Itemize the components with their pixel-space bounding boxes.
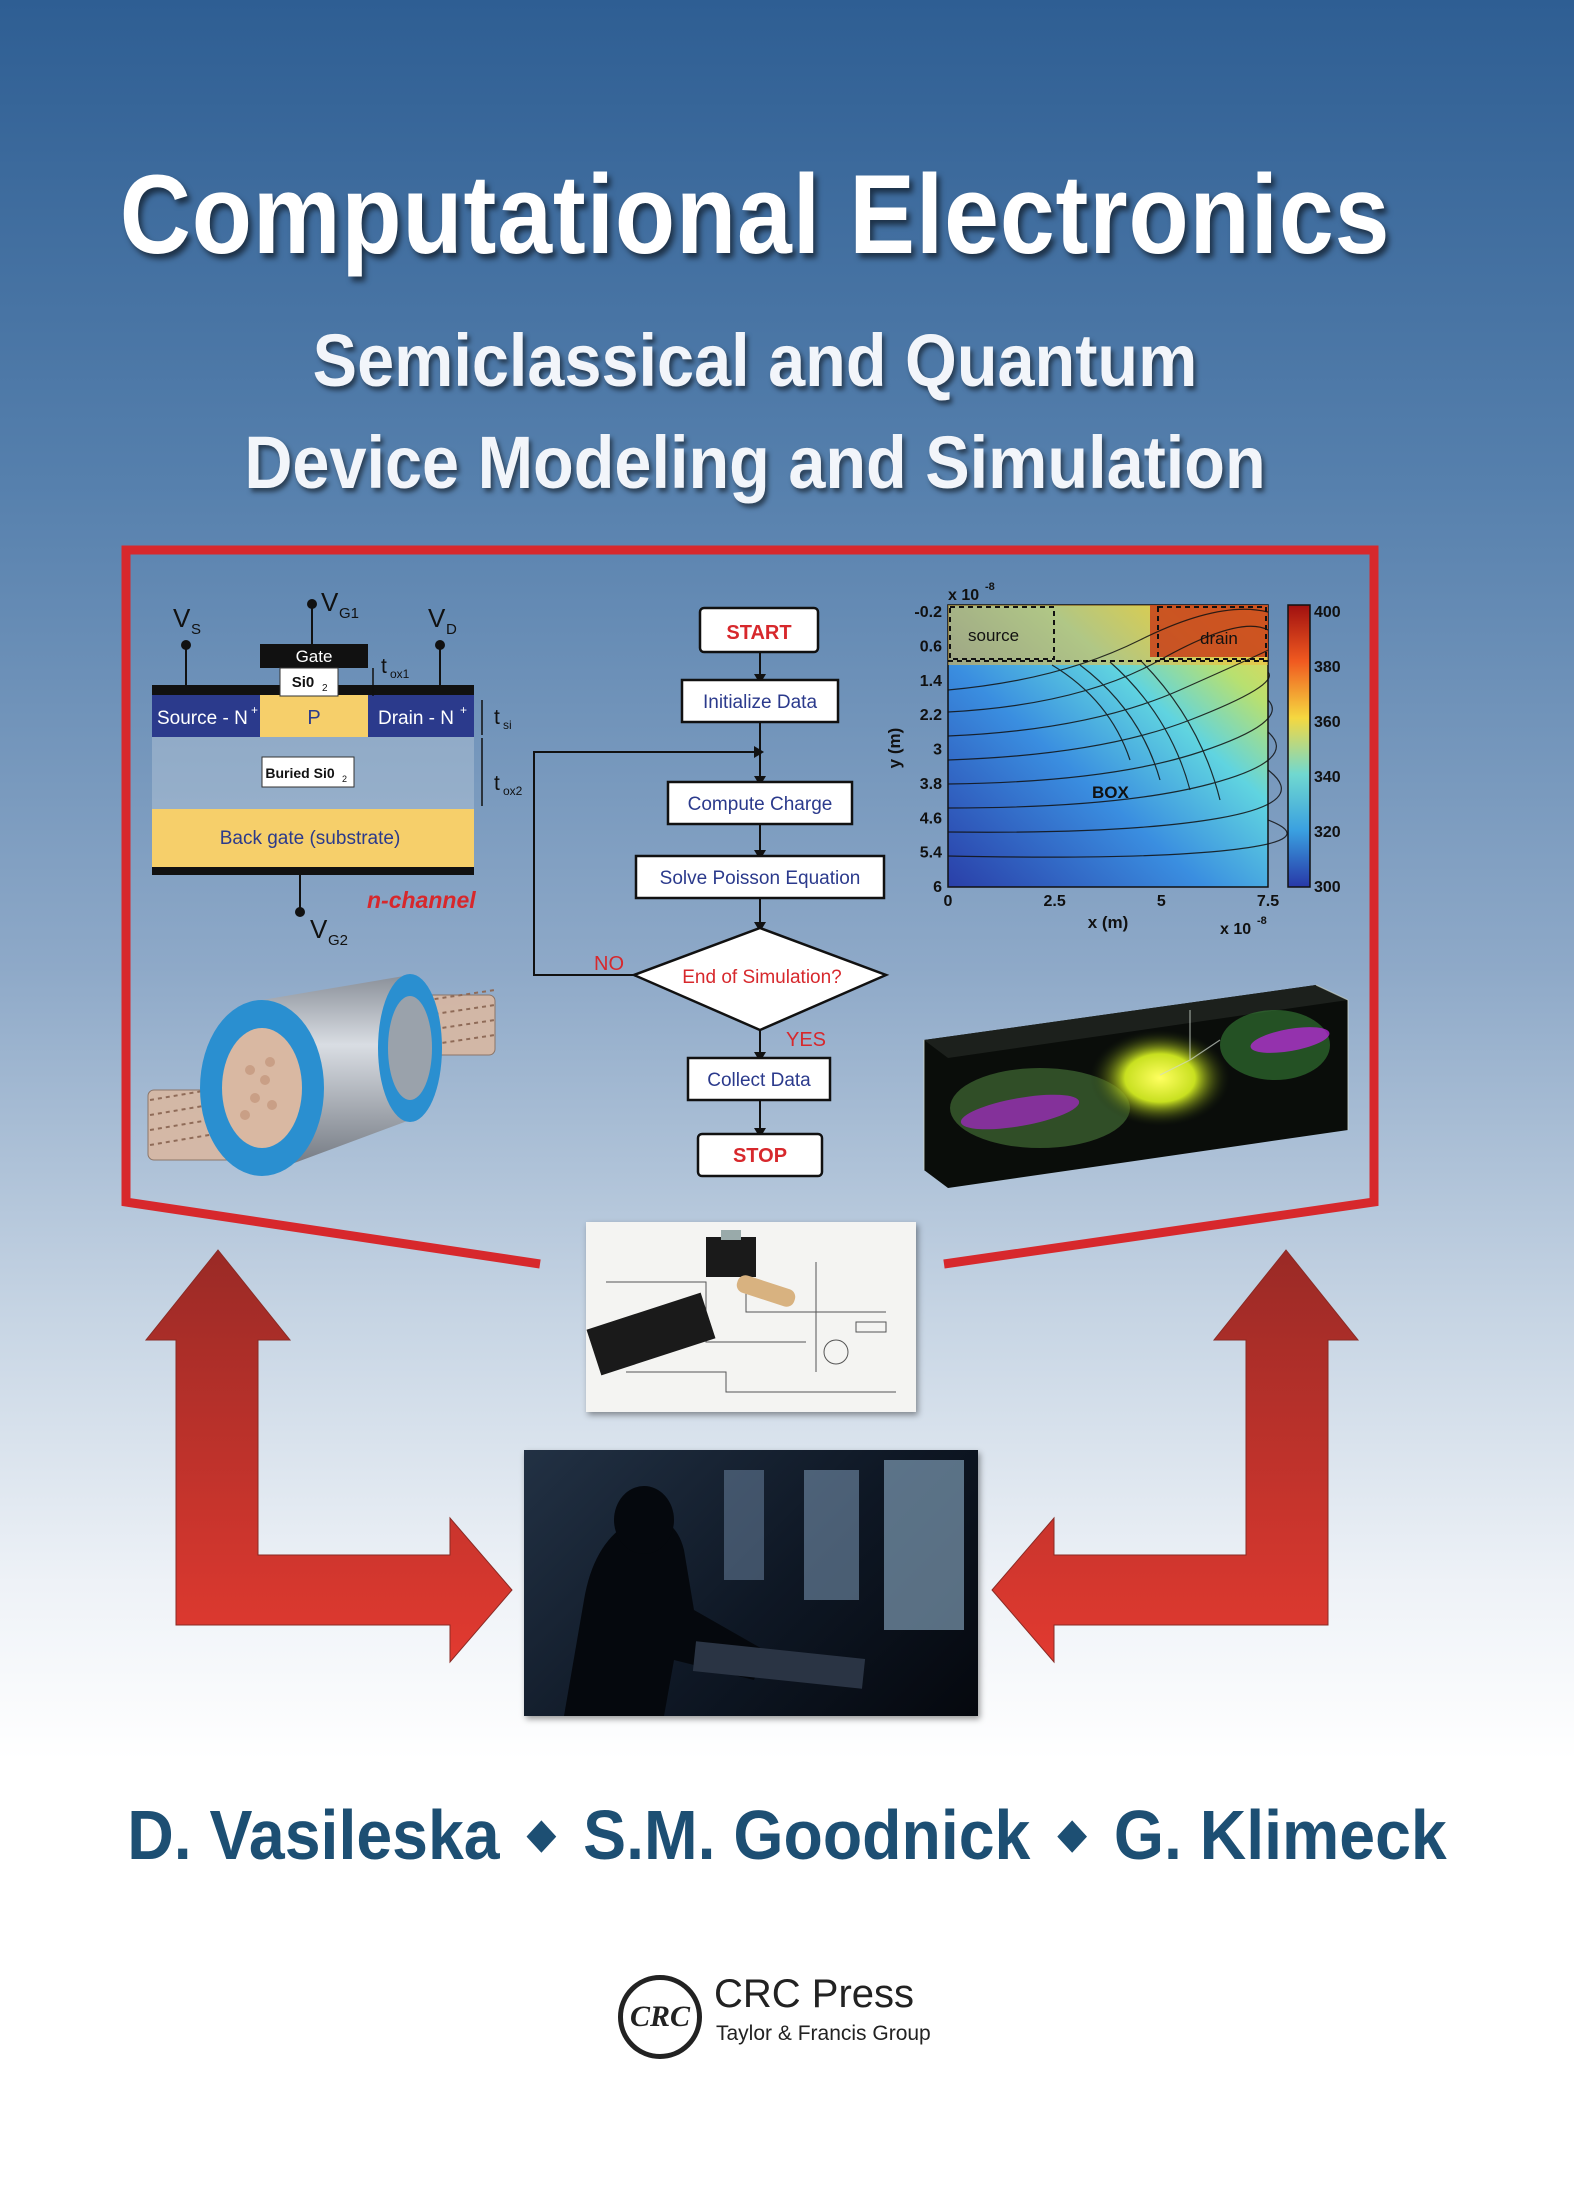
soi-device-diagram: V S V G1 V D V G2 Gate Si0 2 Source - N … xyxy=(152,587,523,949)
flow-start: START xyxy=(726,622,791,644)
plot-y-tick: 3.8 xyxy=(920,776,942,793)
flow-stop: STOP xyxy=(733,1145,787,1167)
plot-x-tick: 0 xyxy=(944,893,953,910)
plot-y-tick: 1.4 xyxy=(920,673,942,690)
left-arrow xyxy=(144,1249,513,1664)
publisher-name: CRC Press xyxy=(714,1972,915,2016)
plot-x-scale-exp: -8 xyxy=(1257,915,1267,927)
drain-plus: + xyxy=(460,703,467,717)
plot-y-scale: x 10 xyxy=(948,587,979,604)
vd-sub: D xyxy=(446,621,457,638)
colorbar-tick: 300 xyxy=(1314,879,1341,896)
plot-y-tick: 3 xyxy=(933,742,942,759)
flow-end-decision: End of Simulation? xyxy=(682,967,842,988)
red-frame xyxy=(121,545,1379,1269)
author-vasileska: D. Vasileska xyxy=(127,1796,500,1874)
tsi-sub: si xyxy=(503,718,512,732)
buried-oxide-label: Buried Si0 xyxy=(265,765,334,781)
vg1-sub: G1 xyxy=(339,605,359,622)
plot-x-label: x (m) xyxy=(1088,913,1129,932)
circuit-components-photo xyxy=(586,1222,916,1412)
plot-y-tick: 4.6 xyxy=(920,810,942,827)
subtitle-line-1: Semiclassical and Quantum xyxy=(312,319,1198,402)
flow-yes: YES xyxy=(786,1029,826,1051)
colorbar-tick: 400 xyxy=(1314,604,1341,621)
colorbar-tick: 380 xyxy=(1314,659,1341,676)
crc-logo-icon xyxy=(618,1975,702,2059)
colorbar-tick: 320 xyxy=(1314,824,1341,841)
quantum-simulation-render xyxy=(923,984,1349,1188)
plot-y-tick: 2.2 xyxy=(920,707,942,724)
author-separator-1: ◆ xyxy=(527,1812,556,1856)
source-label: Source - N xyxy=(157,708,248,729)
computer-lab-photo xyxy=(524,1450,978,1716)
crc-logo-text: CRC xyxy=(629,2000,691,2033)
flow-solve-poisson: Solve Poisson Equation xyxy=(660,868,861,889)
drain-label: Drain - N xyxy=(378,708,454,729)
n-channel-label: n-channel xyxy=(367,887,476,913)
plot-y-scale-exp: -8 xyxy=(985,581,995,593)
gate-label: Gate xyxy=(296,647,333,666)
vs-label: V xyxy=(173,603,191,633)
book-title: Computational Electronics xyxy=(119,152,1391,277)
authors: D. Vasileska ◆ S.M. Goodnick ◆ G. Klimeck xyxy=(63,1795,1511,1875)
flow-collect-data: Collect Data xyxy=(707,1070,811,1091)
flow-initialize-data: Initialize Data xyxy=(703,692,817,713)
flow-no: NO xyxy=(594,953,624,975)
tox1-label: t xyxy=(381,655,387,678)
nanowire-transistor-image xyxy=(147,974,496,1176)
right-arrow xyxy=(991,1249,1360,1664)
plot-y-tick: -0.2 xyxy=(914,604,942,621)
subtitle-line-2: Device Modeling and Simulation xyxy=(244,421,1266,504)
plot-x-tick: 2.5 xyxy=(1044,893,1066,910)
tox2-label: t xyxy=(494,772,500,795)
sio2-label: Si0 xyxy=(292,674,315,691)
flow-compute-charge: Compute Charge xyxy=(688,794,833,815)
sio2-sub: 2 xyxy=(322,683,328,694)
publisher-group: Taylor & Francis Group xyxy=(716,2022,931,2045)
potential-contour-plot: source drain BOX -0.2 0.6 1.4 2.2 3 3.8 4.6 5.4… xyxy=(885,581,1341,938)
vs-sub: S xyxy=(191,621,201,638)
buried-oxide-sub: 2 xyxy=(342,774,347,784)
vg2-sub: G2 xyxy=(328,932,348,949)
simulation-flowchart: START Initialize Data Compute Charge Sol… xyxy=(533,606,890,1178)
plot-source-label: source xyxy=(968,626,1019,645)
plot-x-scale: x 10 xyxy=(1220,921,1251,938)
vg2-label: V xyxy=(310,914,328,944)
plot-box-label: BOX xyxy=(1092,783,1130,802)
back-gate-label: Back gate (substrate) xyxy=(220,828,401,849)
tox2-sub: ox2 xyxy=(503,784,523,798)
plot-y-tick: 0.6 xyxy=(920,638,942,655)
author-klimeck: G. Klimeck xyxy=(1113,1796,1447,1874)
vg1-label: V xyxy=(321,587,339,617)
vd-label: V xyxy=(428,603,446,633)
colorbar-tick: 340 xyxy=(1314,769,1341,786)
author-separator-2: ◆ xyxy=(1057,1812,1087,1856)
tsi-label: t xyxy=(494,706,500,729)
author-goodnick: S.M. Goodnick xyxy=(583,1796,1031,1874)
colorbar-tick: 360 xyxy=(1314,714,1341,731)
plot-drain-label: drain xyxy=(1200,629,1238,648)
plot-y-tick: 6 xyxy=(933,879,942,896)
plot-x-tick: 5 xyxy=(1157,893,1166,910)
plot-y-tick: 5.4 xyxy=(920,845,942,862)
p-region-label: P xyxy=(307,707,320,729)
source-plus: + xyxy=(251,703,258,717)
tox1-sub: ox1 xyxy=(390,667,410,681)
plot-x-tick: 7.5 xyxy=(1257,893,1279,910)
plot-y-label: y (m) xyxy=(885,728,904,769)
